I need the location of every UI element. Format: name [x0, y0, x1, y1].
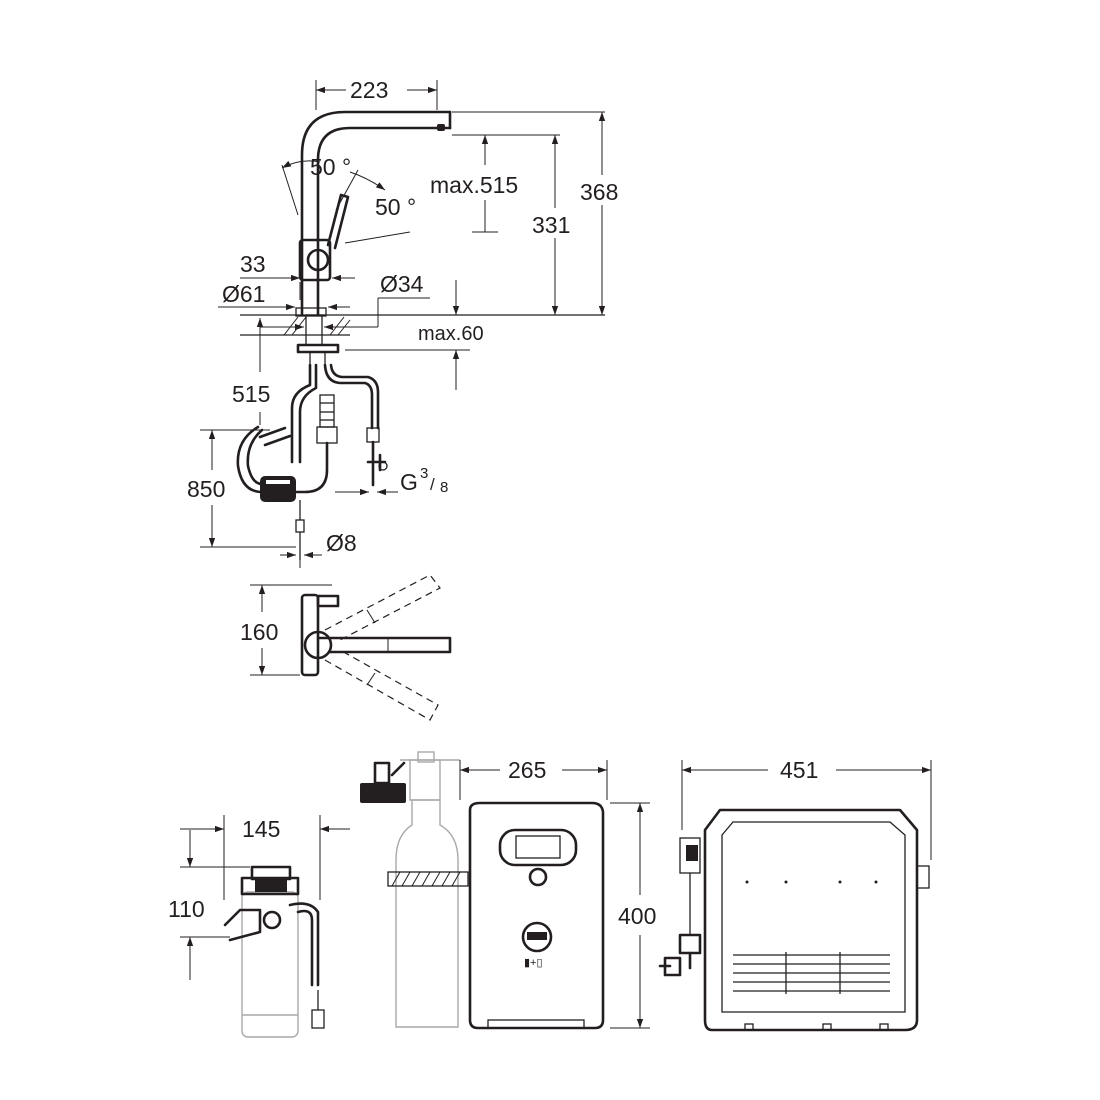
co2-bottle: [360, 751, 469, 1028]
dim-reach: 223: [350, 77, 388, 103]
dim-chiller-width: 265: [508, 757, 546, 783]
chiller-front: ▮+▯ 265 400: [459, 757, 656, 1030]
dim-spout-height: 331: [532, 212, 570, 238]
dim-deck-thickness-max: max.60: [418, 323, 484, 345]
dim-angle-right: 50 °: [375, 194, 416, 220]
bottle-strap-pattern: [391, 871, 461, 887]
dim-handle-offset: 33: [240, 251, 266, 277]
faucet-elevation: [236, 110, 605, 560]
dim-pullout-max: max.515: [430, 172, 518, 198]
faucet-dimensions: 223 368 331 max.515 50 ° 50 ° 33 Ø61 Ø34: [187, 77, 626, 568]
faucet-plan-view: 160: [240, 574, 452, 721]
dim-supply-length: 850: [187, 476, 225, 502]
dim-filter-head-height: 110: [168, 896, 205, 922]
dim-chiller-depth: 451: [780, 757, 818, 783]
dim-total-height: 368: [580, 179, 618, 205]
chiller-panel-label: ▮+▯: [524, 957, 543, 969]
svg-text:/: /: [430, 475, 435, 494]
deck-hatch: [283, 316, 351, 336]
dim-angle-left: 50 °: [310, 154, 351, 180]
chiller-side: 451: [658, 757, 932, 1032]
dim-plan-depth: 160: [240, 619, 278, 645]
dim-shank-diameter: Ø34: [380, 271, 424, 297]
dim-chiller-height: 400: [618, 903, 656, 929]
dim-tube-diameter: Ø8: [326, 530, 357, 556]
filter-unit: 145 110: [168, 815, 350, 1038]
dim-thread-fraction-num: 3: [420, 465, 428, 482]
dim-filter-width: 145: [242, 816, 280, 842]
chiller-vent-grille: [733, 952, 890, 994]
dim-thread-fraction-den: 8: [440, 479, 448, 496]
dim-thread-size: G: [400, 469, 418, 495]
dim-base-diameter: Ø61: [222, 281, 265, 307]
dim-hose-length: 515: [232, 381, 270, 407]
